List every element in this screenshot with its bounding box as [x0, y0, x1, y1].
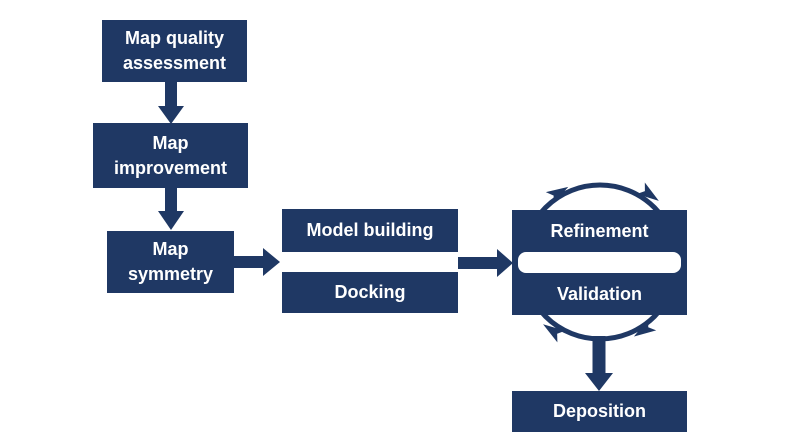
- cycle-arrowhead-bottom-right-icon: [633, 318, 657, 337]
- arrow-symmetry-to-modelbuilding: [233, 248, 280, 276]
- box-map-improvement: Map improvement: [93, 123, 248, 188]
- cycle-arrowhead-top-left-icon: [545, 186, 569, 205]
- label-validation: Validation: [556, 283, 643, 304]
- box-deposition: Deposition: [512, 391, 687, 432]
- box-refinement-validation-group: Refinement Validation: [512, 210, 687, 315]
- arrow-improvement-to-symmetry: [158, 188, 184, 230]
- arrow-cycle-to-deposition: [585, 336, 613, 391]
- box-docking: Docking: [282, 272, 458, 313]
- box-model-building: Model building: [282, 209, 458, 252]
- box-map-quality-assessment: Map quality assessment: [102, 20, 247, 82]
- refinement-validation-divider-band: [518, 252, 681, 273]
- arrow-modelbuilding-to-refinement: [458, 249, 513, 277]
- cycle-arrowhead-top-right-icon: [636, 182, 659, 201]
- box-map-symmetry: Map symmetry: [107, 231, 234, 293]
- arrow-quality-to-improvement: [158, 82, 184, 124]
- cycle-arrowhead-bottom-left-icon: [543, 324, 566, 343]
- label-refinement: Refinement: [550, 220, 649, 241]
